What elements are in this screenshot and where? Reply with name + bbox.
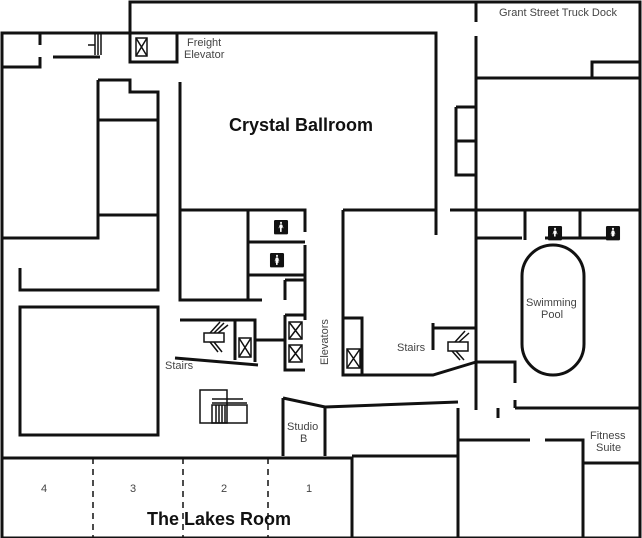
stairs-icon [88, 33, 470, 424]
studio-b-label-2: B [300, 433, 307, 445]
crystal-ballroom-label: Crystal Ballroom [229, 115, 373, 135]
elevator-icon [135, 37, 361, 369]
elevators-label: Elevators [319, 319, 331, 365]
fitness-suite-label: Fitness [590, 430, 626, 442]
stairs-left-label: Stairs [165, 360, 194, 372]
freight-elevator-label-2: Elevator [184, 49, 225, 61]
freight-elevator-label: Freight [187, 37, 221, 49]
truck-dock-label: Grant Street Truck Dock [499, 7, 617, 19]
svg-text:🚹︎: 🚹︎ [546, 226, 564, 242]
swimming-pool-label: Swimming [526, 297, 577, 309]
swimming-pool-outline [520, 243, 586, 377]
lakes-section-3: 3 [130, 483, 136, 495]
lakes-section-1: 1 [306, 483, 312, 495]
swimming-pool-label-2: Pool [541, 309, 563, 321]
fitness-suite-label-2: Suite [596, 442, 621, 454]
stairs-right-label: Stairs [397, 342, 426, 354]
lakes-section-4: 4 [41, 483, 47, 495]
lakes-dividers [92, 458, 269, 538]
lakes-room-label: The Lakes Room [147, 509, 291, 529]
svg-text:🚹︎: 🚹︎ [272, 220, 290, 236]
svg-text:🚺︎: 🚺︎ [604, 226, 622, 242]
lakes-section-2: 2 [221, 483, 227, 495]
svg-text:🚺︎: 🚺︎ [268, 253, 286, 269]
womens-restroom-icon: 🚺︎ 🚺︎ [268, 226, 622, 269]
studio-b-label: Studio [287, 421, 318, 433]
mens-restroom-icon: 🚹︎ 🚹︎ [272, 220, 564, 242]
